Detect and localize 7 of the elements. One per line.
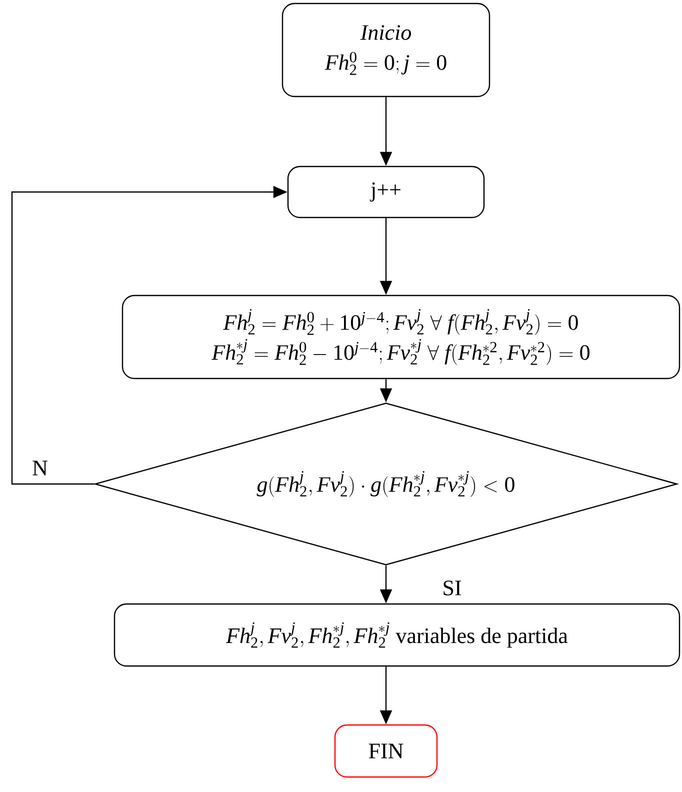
process-box: $Fh_2^j = Fh_2^0 + 10^{j-4}; Fv_2^j \ \forall\ f(Fh_2^j, Fv_2^j) = 0$ $Fh_2^{*j} = Fh_2^0 - 10^{j-4}; Fv_2^{*j} \ \forall\ f(Fh_2^{*2}, Fv_2^{*2}) = 0$ — [122, 294, 680, 380]
process-box: $Fh_2^j, Fv_2^j, Fh_2^{*j}, Fh_2^{*j}$ variables de partida — [114, 603, 680, 667]
process-box: Inicio $Fh_2^0 = 0; j = 0$ — [282, 2, 490, 98]
edge-label: SI — [441, 580, 463, 596]
process-box: FIN — [334, 724, 438, 778]
edge-label: N — [31, 460, 49, 476]
process-box: j++ — [287, 166, 485, 218]
